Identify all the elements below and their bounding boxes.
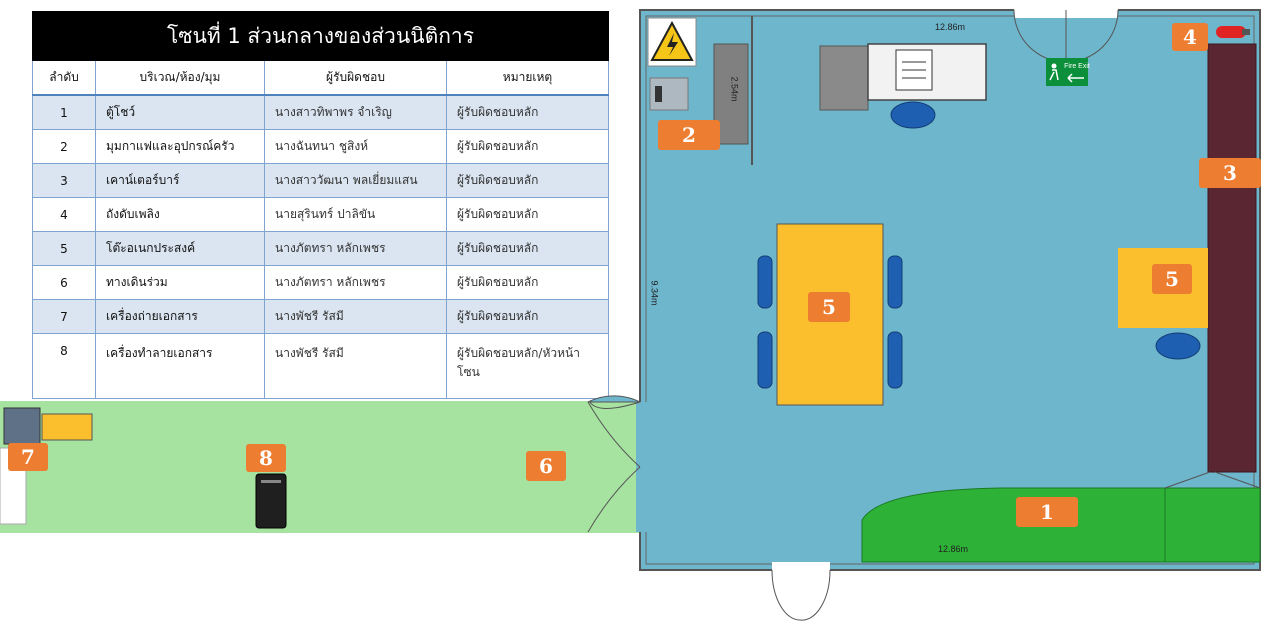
fire-extinguisher-icon: [1216, 26, 1246, 38]
table-row: 2 มุมกาแฟและอุปกรณ์ครัว นางฉันทนา ชูสิงห…: [32, 129, 609, 164]
chair-icon: [757, 255, 773, 309]
cell-location: ทางเดินร่วม: [95, 265, 265, 300]
zone-badge-1: 1: [1016, 497, 1078, 527]
zone-badge-4: 4: [1172, 23, 1208, 51]
bar-counter: [1207, 43, 1257, 473]
cell-person: นางภัตทรา หลักเพชร: [264, 231, 447, 266]
chair-icon: [887, 255, 903, 309]
dimension-cabinet: 2.54m: [729, 76, 740, 102]
shredder-slot: [261, 480, 281, 483]
copier-table: [41, 413, 93, 441]
table-row: 5 โต๊ะอเนกประสงค์ นางภัตทรา หลักเพชร ผู้…: [32, 231, 609, 266]
photocopier-icon: [3, 407, 41, 445]
arrow-left-icon: [1067, 73, 1084, 83]
door-swing: [771, 569, 801, 621]
cell-location: โต๊ะอเนกประสงค์: [95, 231, 265, 266]
cell-person: นางสาวทิพาพร จำเริญ: [264, 95, 447, 130]
left-doorway: [636, 402, 648, 532]
switch: [655, 86, 662, 102]
header-location: บริเวณ/ห้อง/มุม: [95, 61, 265, 96]
door-swing: [589, 401, 641, 409]
cell-note: ผู้รับผิดชอบหลัก: [446, 95, 609, 130]
table-row: 3 เคาน์เตอร์บาร์ นางสาววัฒนา พลเยี่ยมแสน…: [32, 163, 609, 198]
cell-person: นางฉันทนา ชูสิงห์: [264, 129, 447, 164]
table-row: 6 ทางเดินร่วม นางภัตทรา หลักเพชร ผู้รับผ…: [32, 265, 609, 300]
cell-note: ผู้รับผิดชอบหลัก: [446, 197, 609, 232]
zone-badge-5-center: 5: [808, 292, 850, 322]
cell-note: ผู้รับผิดชอบหลัก: [446, 129, 609, 164]
running-man-body: [1049, 69, 1059, 81]
table-title: โซนที่ 1 ส่วนกลางของส่วนนิติการ: [32, 11, 609, 61]
chair-icon: [757, 331, 773, 389]
cell-location: ถังดับเพลิง: [95, 197, 265, 232]
table-row: 7 เครื่องถ่ายเอกสาร นางพัชรี รัสมี ผู้รั…: [32, 299, 609, 334]
fire-exit-sign: [1046, 58, 1088, 86]
zone-badge-3: 3: [1199, 158, 1261, 188]
side-cabinet: [819, 45, 869, 111]
cell-person: นางภัตทรา หลักเพชร: [264, 265, 447, 300]
zone-badge-2: 2: [658, 120, 720, 150]
lightning-icon: [667, 33, 678, 56]
office-chair-icon: [890, 101, 936, 129]
cell-person: นางสาววัฒนา พลเยี่ยมแสน: [264, 163, 447, 198]
cell-person: นางพัชรี รัสมี: [264, 299, 447, 334]
zone-badge-5-side: 5: [1152, 264, 1192, 294]
cell-location: ตู้โชว์: [95, 95, 265, 130]
door-swing: [799, 569, 831, 621]
door-swing: [587, 395, 641, 403]
header-note: หมายเหตุ: [446, 61, 609, 96]
running-man-icon: [1051, 63, 1057, 69]
shredder-icon: [255, 473, 287, 529]
cell-no: 4: [32, 197, 96, 232]
cell-note: ผู้รับผิดชอบหลัก: [446, 265, 609, 300]
door-swing: [587, 401, 641, 468]
cell-no: 8: [32, 333, 96, 399]
cell-location: เครื่องทำลายเอกสาร: [95, 333, 265, 399]
header-no: ลำดับ: [32, 61, 96, 96]
cell-no: 5: [32, 231, 96, 266]
cell-no: 7: [32, 299, 96, 334]
display-door-lines: [1164, 471, 1261, 489]
table-row: 1 ตู้โชว์ นางสาวทิพาพร จำเริญ ผู้รับผิดช…: [32, 95, 609, 130]
zone-badge-6: 6: [526, 451, 566, 481]
cell-no: 2: [32, 129, 96, 164]
zone-badge-7: 7: [8, 443, 48, 471]
zone-responsibility-table: ลำดับ บริเวณ/ห้อง/มุม ผู้รับผิดชอบ หมายเ…: [32, 61, 609, 399]
cell-no: 6: [32, 265, 96, 300]
cell-location: มุมกาแฟและอุปกรณ์ครัว: [95, 129, 265, 164]
cell-person: นางพัชรี รัสมี: [264, 333, 447, 399]
dimension-top: 12.86m: [935, 22, 966, 32]
cell-no: 3: [32, 163, 96, 198]
chair-icon: [887, 331, 903, 389]
cell-note: ผู้รับผิดชอบหลัก/หัวหน้าโซน: [446, 333, 609, 399]
dimension-bottom: 12.86m: [938, 544, 969, 554]
fire-exit-text: Fire Exit: [1064, 63, 1090, 70]
office-chair-icon: [1155, 332, 1201, 360]
table-row: 4 ถังดับเพลิง นายสุรินทร์ ปาลิขัน ผู้รับ…: [32, 197, 609, 232]
zone-badge-8: 8: [246, 444, 286, 472]
cell-location: เคาน์เตอร์บาร์: [95, 163, 265, 198]
cell-note: ผู้รับผิดชอบหลัก: [446, 231, 609, 266]
header-person: ผู้รับผิดชอบ: [264, 61, 447, 96]
table-row: 8 เครื่องทำลายเอกสาร นางพัชรี รัสมี ผู้ร…: [32, 333, 609, 399]
cell-no: 1: [32, 95, 96, 130]
cell-note: ผู้รับผิดชอบหลัก: [446, 163, 609, 198]
cell-person: นายสุรินทร์ ปาลิขัน: [264, 197, 447, 232]
cell-note: ผู้รับผิดชอบหลัก: [446, 299, 609, 334]
bottom-doorway: [772, 562, 830, 576]
door-swing: [587, 466, 641, 533]
dimension-left: 9.34m: [649, 280, 660, 306]
extinguisher-nozzle: [1242, 29, 1250, 35]
